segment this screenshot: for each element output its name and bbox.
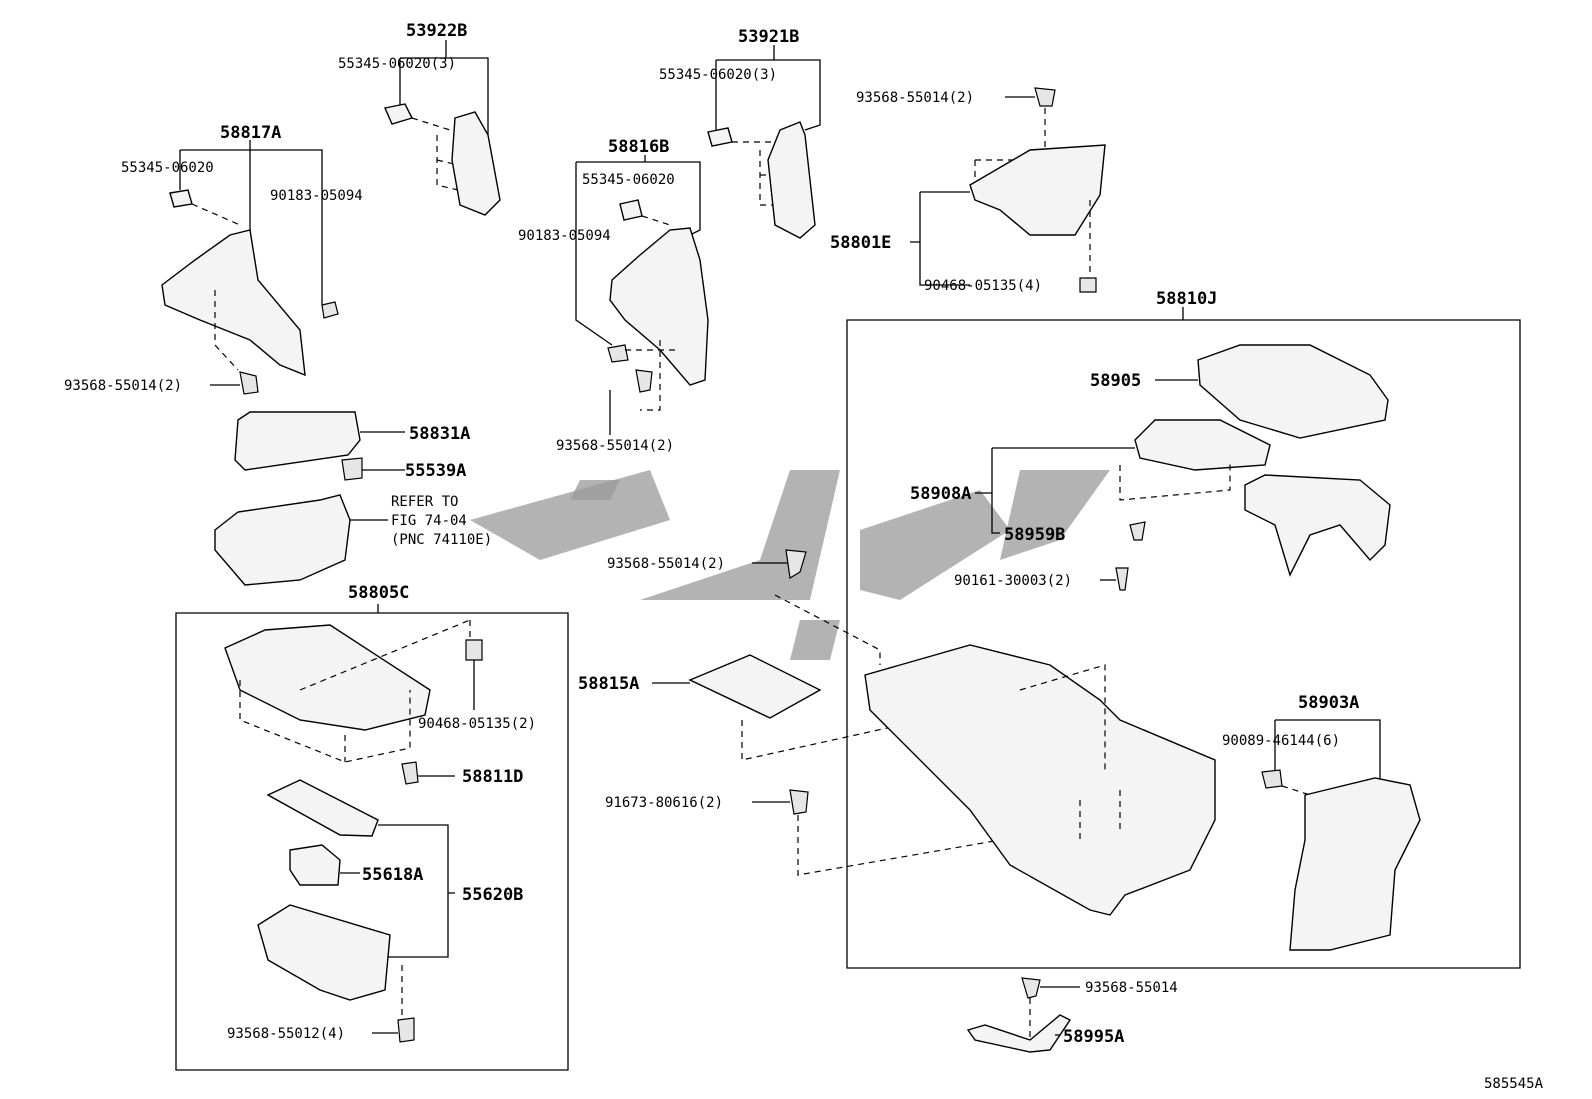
group-58831A <box>214 411 405 586</box>
label-58817A-screw: 90183-05094 <box>270 188 363 204</box>
hinge-plate-icon <box>1134 419 1271 471</box>
cup-holder-frame-icon <box>1244 474 1391 577</box>
label-58801E: 58801E <box>830 233 891 253</box>
bolt-icon <box>1021 977 1041 999</box>
label-53922B: 53922B <box>406 21 467 41</box>
group-58801E <box>910 87 1106 293</box>
label-refer-2: FIG 74-04 <box>391 513 467 529</box>
label-58995A-bolt: 93568-55014 <box>1085 980 1178 996</box>
cup-holder-insert-icon <box>289 844 341 886</box>
label-91673: 91673-80616(2) <box>605 795 723 811</box>
label-58903A-clip: 90089-46144(6) <box>1222 733 1340 749</box>
group-53922B <box>384 40 501 216</box>
label-58905: 58905 <box>1090 371 1141 391</box>
label-58959B-screw: 90161-30003(2) <box>954 573 1072 589</box>
labels: 53922B 55345-06020(3) 53921B 55345-06020… <box>64 21 1544 1092</box>
clip-icon <box>401 761 419 785</box>
label-58815A: 58815A <box>578 674 639 694</box>
screw-icon <box>321 301 339 319</box>
bolt-icon <box>789 789 809 815</box>
floor-mat-icon <box>688 654 822 719</box>
clip-icon <box>707 127 733 147</box>
rear-vent-panel-icon <box>1289 777 1421 951</box>
label-58816B: 58816B <box>608 137 669 157</box>
trim-panel-right-icon <box>609 227 709 386</box>
label-55618A: 55618A <box>362 865 423 885</box>
group-58995A <box>966 977 1080 1053</box>
trim-panel-left-icon <box>161 229 306 377</box>
console-box-icon <box>257 904 391 1001</box>
group-58810J <box>846 307 1521 969</box>
armrest-lid-icon <box>1197 344 1389 439</box>
switch-bezel-icon <box>234 411 361 471</box>
bracket-icon <box>966 1014 1072 1053</box>
clip-icon <box>384 103 413 125</box>
label-58801E-nut: 90468-05135(4) <box>924 278 1042 294</box>
label-55539A: 55539A <box>405 461 466 481</box>
label-58831A: 58831A <box>409 424 470 444</box>
label-58805C: 58805C <box>348 583 409 603</box>
label-55620B: 55620B <box>462 885 523 905</box>
bolt-icon <box>397 1017 415 1043</box>
mat-icon <box>266 779 379 837</box>
label-53922B-clip: 55345-06020(3) <box>338 56 456 72</box>
nut-icon <box>1079 277 1097 293</box>
label-58817A-bolt: 93568-55014(2) <box>64 378 182 394</box>
label-58811D: 58811D <box>462 767 523 787</box>
clip-icon <box>619 199 643 221</box>
screw-icon <box>1115 567 1129 591</box>
screw-icon <box>607 344 629 363</box>
bolt-icon <box>1034 87 1056 107</box>
label-mid-bolt: 93568-55014(2) <box>607 556 725 572</box>
side-panel-right-icon <box>451 111 501 216</box>
group-58816B <box>575 155 709 435</box>
bolt-icon <box>785 549 807 579</box>
nut-icon <box>465 639 483 661</box>
label-58810J: 58810J <box>1156 289 1217 309</box>
side-panel-left-icon <box>767 121 816 239</box>
label-53921B: 53921B <box>738 27 799 47</box>
group-58805C <box>175 604 569 1071</box>
label-58995A: 58995A <box>1063 1027 1124 1047</box>
bolt-icon <box>239 371 259 395</box>
screw-icon <box>1129 521 1146 541</box>
shift-panel-icon <box>224 624 431 731</box>
label-58816B-clip: 55345-06020 <box>582 172 675 188</box>
label-58903A: 58903A <box>1298 693 1359 713</box>
label-58959B: 58959B <box>1004 525 1065 545</box>
label-53921B-clip: 55345-06020(3) <box>659 67 777 83</box>
label-58805C-bolt: 93568-55012(4) <box>227 1026 345 1042</box>
cap-icon <box>341 457 363 481</box>
label-58908A: 58908A <box>910 484 971 504</box>
label-58817A-clip: 55345-06020 <box>121 160 214 176</box>
group-53921B <box>707 45 821 239</box>
label-58817A: 58817A <box>220 123 281 143</box>
console-bracket-icon <box>969 144 1106 236</box>
label-refer-1: REFER TO <box>391 494 458 510</box>
shift-housing-icon <box>214 494 351 586</box>
label-58816B-bolt: 93568-55014(2) <box>556 438 674 454</box>
clip-icon <box>1261 769 1283 789</box>
label-refer-3: (PNC 74110E) <box>391 532 492 548</box>
label-58816B-screw: 90183-05094 <box>518 228 611 244</box>
bolt-icon <box>635 369 653 393</box>
label-58801E-bolt: 93568-55014(2) <box>856 90 974 106</box>
console-body-icon <box>864 644 1216 916</box>
figure-id: 585545A <box>1484 1076 1544 1092</box>
clip-icon <box>169 189 193 208</box>
label-58805C-nut: 90468-05135(2) <box>418 716 536 732</box>
group-58817A <box>161 140 339 395</box>
watermark-logo <box>470 470 1110 660</box>
